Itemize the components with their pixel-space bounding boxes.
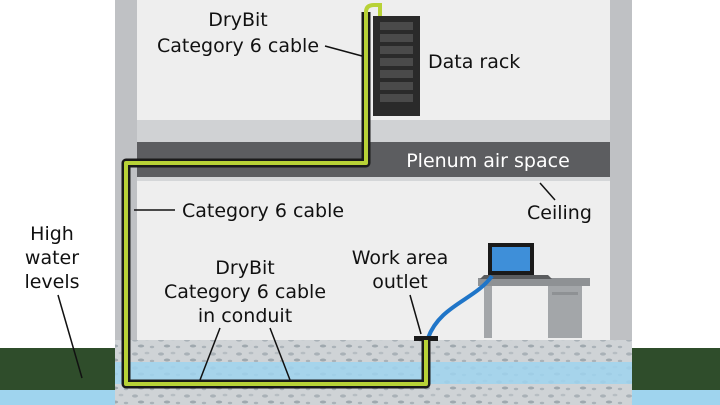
patch-cable	[426, 274, 494, 339]
wall-outlet-icon	[414, 336, 438, 341]
leader-outlet	[409, 294, 422, 335]
label-drybit-top-2: Category 6 cable	[157, 35, 319, 57]
conduit-cable-core	[124, 12, 428, 386]
leader-drybit-top	[324, 45, 363, 57]
leader-conduit-1	[199, 327, 221, 381]
desk-icon	[478, 278, 590, 338]
label-conduit-3: in conduit	[198, 305, 292, 327]
label-ceiling: Ceiling	[527, 202, 592, 224]
rack-cable-hook	[364, 2, 382, 16]
data-rack-icon	[373, 16, 420, 116]
label-data-rack: Data rack	[428, 51, 520, 73]
water-left	[0, 390, 115, 405]
label-conduit-1: DryBit	[215, 257, 274, 279]
leader-ceiling	[539, 182, 556, 201]
ceiling-strip	[137, 177, 610, 181]
foundation-water-lower	[115, 384, 632, 405]
foundation-water	[115, 362, 632, 384]
label-plenum: Plenum air space	[406, 150, 570, 172]
label-outlet-2: outlet	[372, 271, 428, 293]
label-drybit-top-1: DryBit	[208, 9, 267, 31]
laptop-icon	[480, 243, 552, 279]
upper-floor-slab	[137, 120, 610, 142]
water-right	[632, 390, 720, 405]
leader-conduit-2	[269, 327, 291, 381]
label-outlet-1: Work area	[352, 247, 449, 269]
label-water-2: water	[25, 247, 79, 269]
building-right-wall	[610, 0, 632, 340]
label-conduit-2: Category 6 cable	[164, 281, 326, 303]
label-water-3: levels	[24, 271, 79, 293]
label-water-1: High	[30, 223, 74, 245]
label-category6: Category 6 cable	[182, 200, 344, 222]
leader-water	[57, 294, 83, 379]
